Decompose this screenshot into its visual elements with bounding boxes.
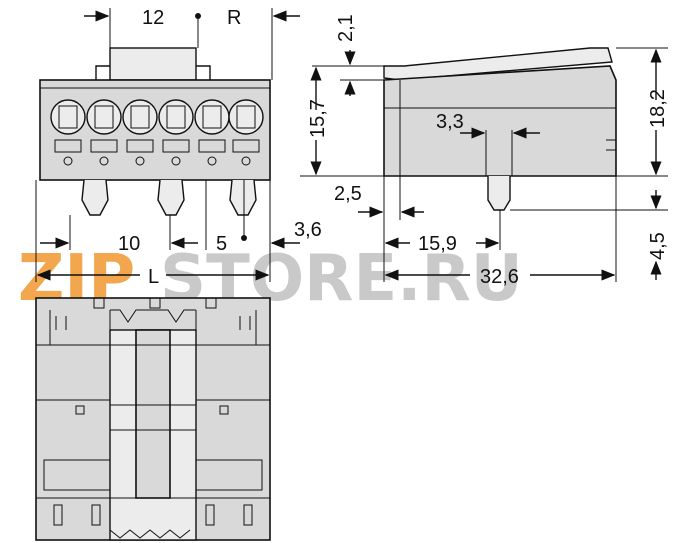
dim-3-3: 3,3	[436, 111, 464, 133]
mounting-pins	[81, 179, 257, 216]
dim-r: R	[227, 7, 241, 29]
dim-15-9: 15,9	[418, 233, 457, 255]
side-lever	[383, 47, 613, 81]
dim-15-7: 15,7	[307, 99, 329, 138]
dim-12: 12	[142, 7, 164, 29]
side-housing	[383, 65, 617, 177]
dim-2-5: 2,5	[334, 183, 362, 205]
front-view: 12 R 10 5 3,6 L	[35, 7, 322, 288]
dim-18-2: 18,2	[647, 89, 669, 128]
side-pin	[487, 176, 511, 211]
bottom-view	[35, 297, 271, 541]
top-tab	[109, 47, 197, 81]
dim-3-6: 3,6	[294, 219, 322, 241]
pole-openings	[50, 99, 264, 166]
dim-10: 10	[118, 233, 140, 255]
dim-5: 5	[216, 233, 227, 255]
dim-4-5: 4,5	[647, 232, 669, 260]
dim-l: L	[148, 266, 159, 288]
dim-2-1: 2,1	[335, 14, 357, 42]
dim-32-6: 32,6	[480, 266, 519, 288]
side-view: 2,1 15,7 3,3 18,2 2,5 15,9 4,5 32,6	[300, 14, 669, 288]
